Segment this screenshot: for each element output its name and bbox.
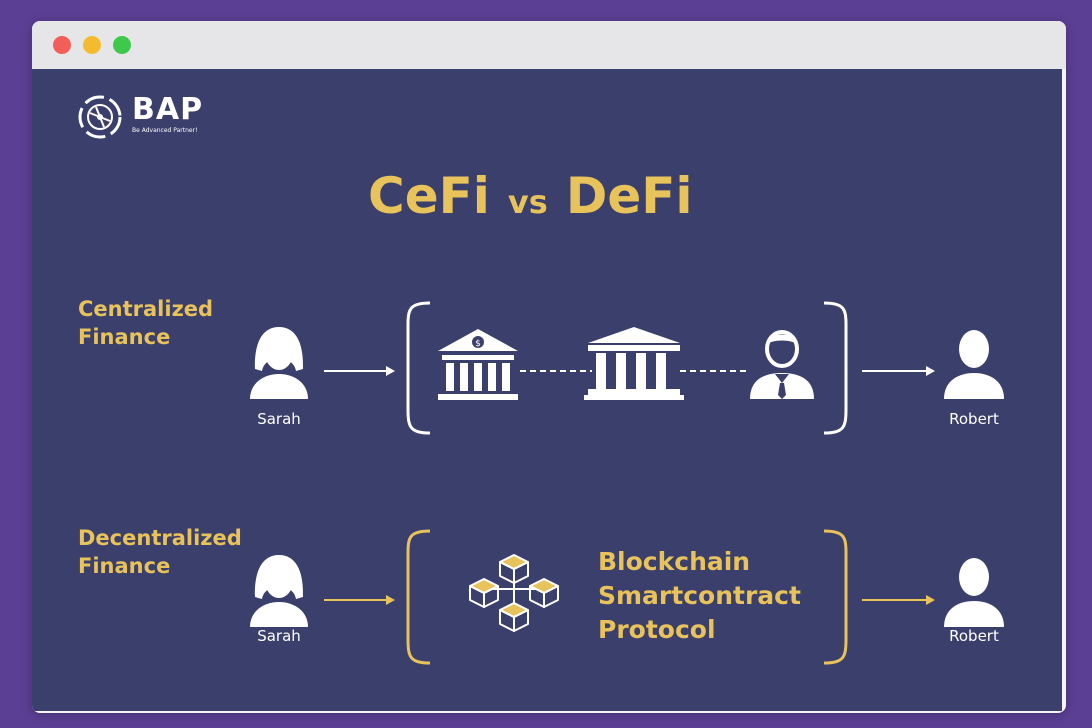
blockchain-icon xyxy=(469,554,559,632)
bap-logo-icon xyxy=(78,95,122,139)
maximize-window-button[interactable] xyxy=(113,36,131,54)
cefi-arrow-1 xyxy=(324,366,395,376)
cefi-sender-woman-icon xyxy=(250,327,308,399)
cefi-arrow-2 xyxy=(862,366,935,376)
defi-bracket-left xyxy=(406,529,431,665)
cefi-bracket-left xyxy=(406,301,431,435)
defi-text-blockchain: Blockchain xyxy=(598,547,751,576)
cefi-sender-name: Sarah xyxy=(257,410,301,428)
defi-arrow-2 xyxy=(862,595,935,605)
diagram-graphics: $ xyxy=(250,301,1004,665)
cefi-label: Centralized Finance xyxy=(78,295,248,351)
defi-text-smartcontract: Smartcontract xyxy=(598,581,801,610)
defi-sender-name: Sarah xyxy=(257,627,301,645)
defi-bracket-right xyxy=(823,529,848,665)
window-titlebar xyxy=(32,21,1066,69)
title-vs: vs xyxy=(507,183,548,221)
defi-receiver-name: Robert xyxy=(949,627,999,645)
minimize-window-button[interactable] xyxy=(83,36,101,54)
cefi-label-line2: Finance xyxy=(78,325,171,349)
logo-name: BAP xyxy=(132,92,204,127)
defi-mechanism-text: Blockchain Smartcontract Protocol xyxy=(598,545,801,647)
cefi-receiver-man-icon xyxy=(944,330,1004,399)
defi-label-line1: Decentralized xyxy=(78,526,242,550)
cefi-label-line1: Centralized xyxy=(78,297,214,321)
defi-receiver-man-icon xyxy=(944,558,1004,627)
bank-icon: $ xyxy=(438,329,518,400)
cefi-receiver-name: Robert xyxy=(949,410,999,428)
title-defi: DeFi xyxy=(565,167,693,225)
close-window-button[interactable] xyxy=(53,36,71,54)
defi-label: Decentralized Finance xyxy=(78,524,248,580)
logo-tagline: Be Advanced Partner! xyxy=(132,127,198,134)
title-cefi: CeFi xyxy=(368,167,490,225)
cefi-bracket-right xyxy=(823,301,848,435)
defi-arrow-1 xyxy=(324,595,395,605)
defi-label-line2: Finance xyxy=(78,554,171,578)
svg-text:$: $ xyxy=(475,339,481,349)
businessman-icon xyxy=(750,330,814,399)
defi-sender-woman-icon xyxy=(250,555,308,627)
defi-text-protocol: Protocol xyxy=(598,615,716,644)
institution-icon xyxy=(584,327,684,400)
